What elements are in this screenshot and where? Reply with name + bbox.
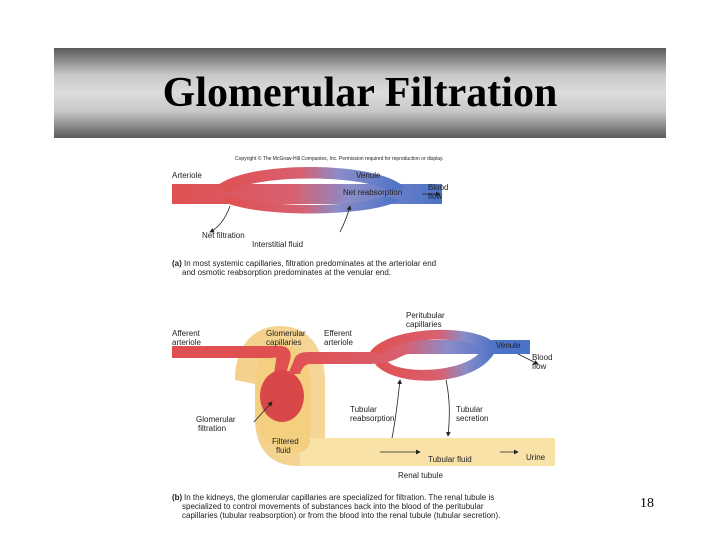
caption-b-text-2: specialized to control movements of subs…: [182, 502, 484, 511]
slide-title: Glomerular Filtration: [162, 70, 558, 116]
caption-a-line-1: (a): [172, 259, 182, 268]
venule-label-a: Venule: [356, 171, 381, 180]
caption-b-text-1: In the kidneys, the glomerular capillari…: [184, 493, 494, 502]
tubular-reabsorption-label-1: Tubular: [350, 405, 377, 414]
caption-a-text-2: and osmotic reabsorption predominates at…: [182, 268, 391, 277]
panel-a-capillary-bottom: [220, 196, 400, 214]
glomerular-filtration-label-1: Glomerular: [196, 415, 236, 424]
tubular-reabsorption-label-2: reabsorption: [350, 414, 394, 423]
panel-a-reabsorption-arrow: [339, 205, 352, 233]
blood-flow-b-1: Blood: [532, 353, 552, 362]
renal-tubule-label: Renal tubule: [398, 471, 443, 480]
net-reabsorption-label: Net reabsorption: [343, 188, 402, 197]
filtration-figure: Copyright © The McGraw-Hill Companies, I…: [160, 148, 580, 528]
net-filtration-label: Net filtration: [202, 231, 245, 240]
copyright-text: Copyright © The McGraw-Hill Companies, I…: [235, 155, 444, 162]
venule-label-b: Venule: [496, 341, 521, 350]
glomerular-cap-label-1: Glomerular: [266, 329, 306, 338]
figure-svg: Copyright © The McGraw-Hill Companies, I…: [172, 155, 555, 520]
efferent-vessel: [288, 340, 500, 374]
filtered-fluid-label-1: Filtered: [272, 437, 299, 446]
venule-vessel-b: [495, 340, 530, 354]
tubular-secretion-label-1: Tubular: [456, 405, 483, 414]
filtered-fluid-label-2: fluid: [276, 446, 291, 455]
caption-b-bold: (b): [172, 493, 183, 502]
arteriole-label: Arteriole: [172, 171, 202, 180]
urine-label: Urine: [526, 453, 546, 462]
peritubular-label-2: capillaries: [406, 320, 442, 329]
panel-a-filtration-arrow: [209, 205, 231, 233]
title-banner: Glomerular Filtration: [54, 48, 666, 138]
glomerulus: [260, 370, 304, 422]
panel-b: Afferent arteriole Glomerular capillarie…: [172, 311, 555, 520]
efferent-label-2: arteriole: [324, 338, 353, 347]
afferent-label-1: Afferent: [172, 329, 201, 338]
efferent-label-1: Efferent: [324, 329, 353, 338]
blood-flow-a-1: Blood: [428, 183, 448, 192]
tubular-secretion-label-2: secretion: [456, 414, 488, 423]
blood-flow-b-2: flow: [532, 362, 546, 371]
tubular-fluid-label: Tubular fluid: [428, 455, 472, 464]
panel-a: Arteriole Venule Blood flow Net reabsorp…: [172, 167, 448, 277]
blood-flow-a-2: flow: [428, 192, 442, 201]
panel-a-capillary-top: [215, 167, 405, 192]
interstitial-fluid-label: Interstitial fluid: [252, 240, 303, 249]
reabsorption-arrow-b: [391, 379, 402, 439]
peritubular-top: [370, 329, 495, 354]
glomerular-cap-label-2: capillaries: [266, 338, 302, 347]
glomerular-filtration-label-2: filtration: [198, 424, 226, 433]
caption-b-text-3: capillaries (tubular reabsorption) or fr…: [182, 511, 500, 520]
secretion-arrow-b: [445, 379, 451, 437]
caption-a-text-1: In most systemic capillaries, filtration…: [184, 259, 436, 268]
afferent-arteriole-vessel: [172, 346, 291, 374]
glomerular-filtration-pointer: [253, 401, 273, 423]
afferent-label-2: arteriole: [172, 338, 201, 347]
peritubular-label-1: Peritubular: [406, 311, 445, 320]
page-number: 18: [640, 496, 654, 511]
peritubular-bottom: [375, 350, 495, 381]
panel-b-flow-arrow: [517, 353, 539, 365]
